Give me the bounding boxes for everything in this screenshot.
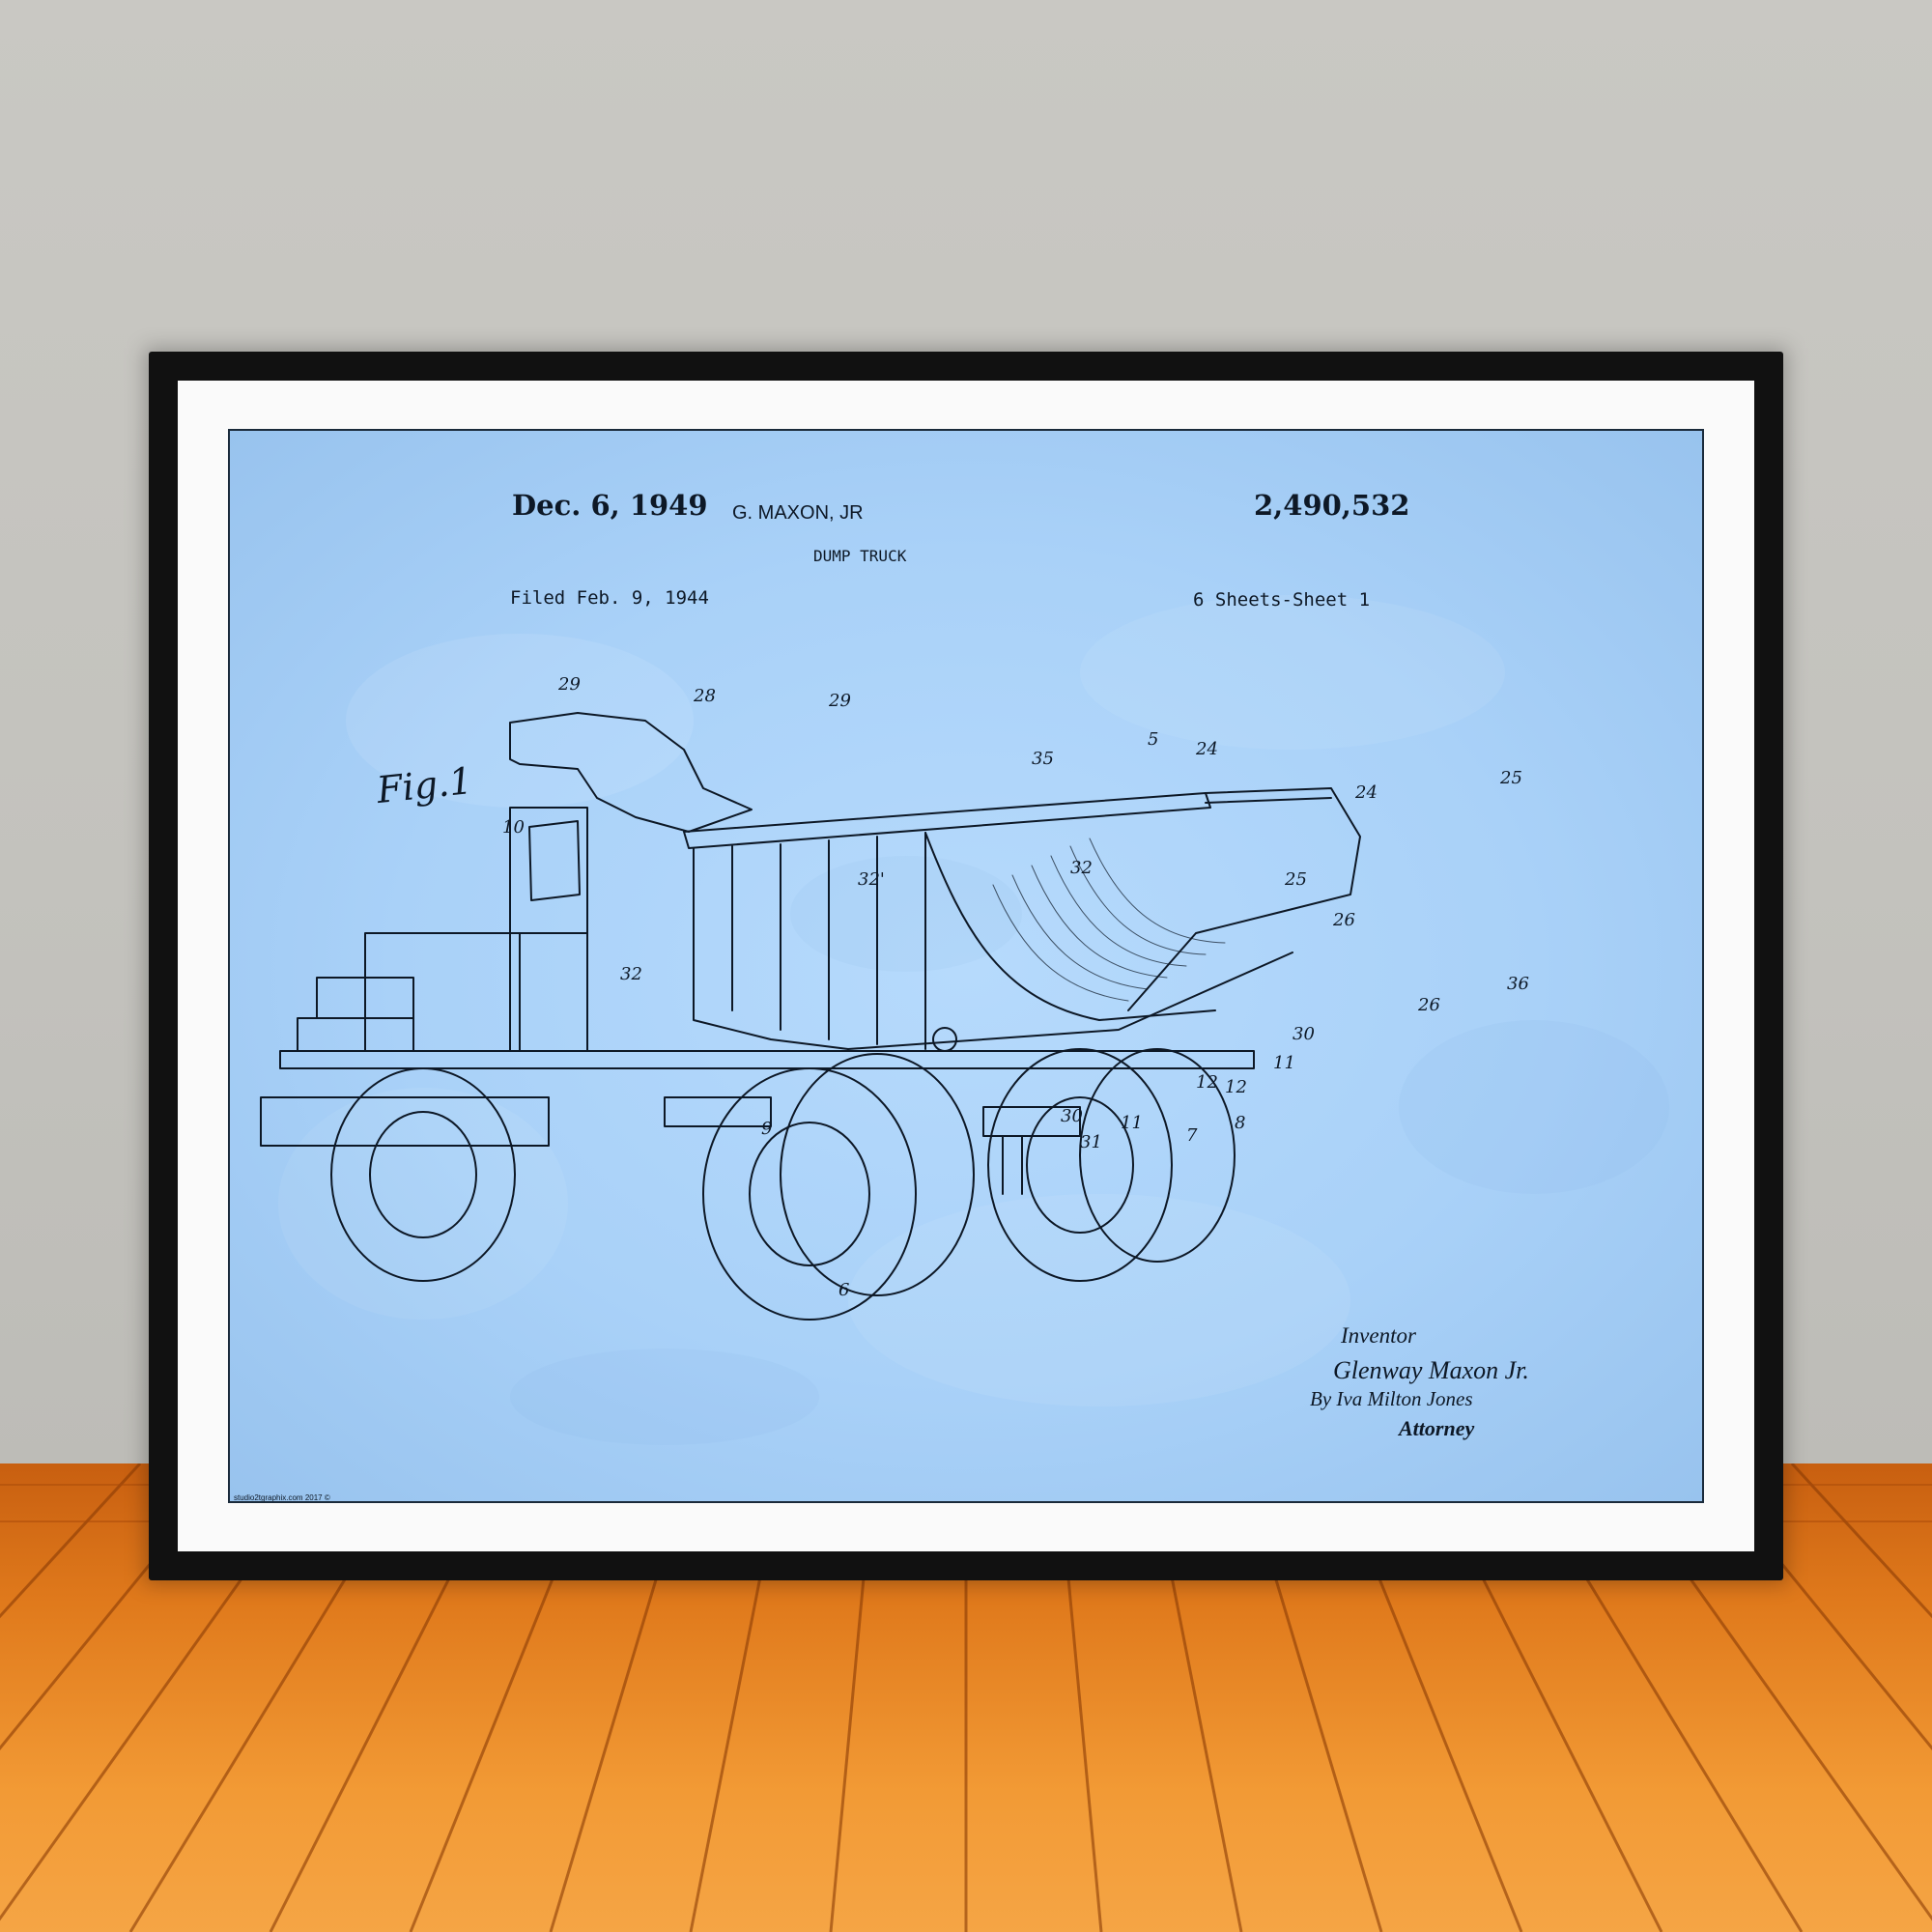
ref-numeral: 7 — [1186, 1125, 1198, 1146]
hood-side — [316, 977, 414, 1019]
ref-numeral: 6 — [838, 1280, 849, 1300]
signature-inventor-name: Glenway Maxon Jr. — [1333, 1356, 1529, 1384]
fender — [364, 932, 521, 1052]
front-wheel — [330, 1067, 516, 1282]
ref-numeral: 11 — [1121, 1113, 1143, 1133]
rear-wheel-1 — [702, 1067, 917, 1321]
body-side-front — [693, 847, 849, 1050]
ref-numeral: 24 — [1195, 739, 1218, 759]
cab — [509, 807, 588, 1052]
body-top-rail — [683, 792, 1211, 849]
inventor-name: G. MAXON, JR — [732, 502, 864, 524]
ref-numeral: 30 — [1293, 1024, 1315, 1044]
ref-numeral: 26 — [1417, 995, 1440, 1015]
front-bumper — [260, 1096, 550, 1147]
print-credit: studio2tgraphix.com 2017 © — [234, 1493, 330, 1502]
tail-lip — [1205, 797, 1332, 804]
ref-numeral: 35 — [1032, 749, 1054, 769]
cab-protector — [509, 712, 753, 833]
rear-wheel-3 — [987, 1048, 1173, 1282]
ref-numeral: 29 — [557, 674, 581, 695]
cab-window — [528, 820, 581, 901]
signature-inventor-label: Inventor — [1341, 1323, 1416, 1348]
pivot-pin — [932, 1027, 957, 1052]
filed-date: Filed Feb. 9, 1944 — [510, 587, 709, 609]
exhaust-pipe — [664, 1096, 772, 1127]
ref-numeral: 5 — [1148, 729, 1158, 750]
patent-number: 2,490,532 — [1254, 489, 1410, 522]
ref-numeral: 31 — [1080, 1132, 1102, 1152]
signature-attorney: Attorney — [1399, 1416, 1475, 1440]
rear-wheel-4 — [1079, 1048, 1236, 1263]
ref-numeral: 11 — [1273, 1053, 1295, 1073]
ref-numeral: 8 — [1235, 1113, 1245, 1133]
ref-numeral: 25 — [1284, 869, 1307, 890]
rear-wheel-2 — [780, 1053, 975, 1296]
ref-numeral: 30 — [1061, 1106, 1083, 1126]
ref-numeral: 24 — [1354, 782, 1378, 803]
ref-numeral: 28 — [693, 686, 716, 706]
ref-numeral: 12 — [1225, 1077, 1247, 1097]
ref-numeral: 26 — [1332, 910, 1355, 930]
ref-numeral: 36 — [1507, 974, 1529, 994]
ref-numeral: 32 — [1070, 858, 1093, 878]
ref-numeral: 32 — [620, 964, 642, 984]
frame-rail — [279, 1050, 1255, 1069]
body-bottom — [847, 952, 1293, 1050]
invention-title: DUMP TRUCK — [813, 547, 907, 565]
ref-numeral: 9 — [761, 1119, 772, 1139]
blueprint-print: Dec. 6, 1949 G. MAXON, JR 2,490,532 DUMP… — [228, 429, 1704, 1503]
signature-by: By Iva Milton Jones — [1310, 1387, 1473, 1410]
spring — [982, 1106, 1081, 1137]
dump-truck-drawing: 29 28 29 5 35 24 24 25 10 32' 32 25 26 3… — [260, 674, 1529, 1321]
tailgate — [1127, 787, 1361, 1011]
ref-numeral: 10 — [502, 817, 525, 838]
hood — [297, 1017, 414, 1052]
body-curve — [924, 832, 1216, 1021]
sheet-count: 6 Sheets-Sheet 1 — [1193, 589, 1371, 611]
ref-numeral: 32' — [858, 869, 885, 890]
ref-numeral: 12 — [1196, 1072, 1218, 1093]
ref-numeral: 25 — [1499, 768, 1522, 788]
ref-numeral: 29 — [828, 691, 851, 711]
patent-date: Dec. 6, 1949 — [512, 489, 708, 522]
